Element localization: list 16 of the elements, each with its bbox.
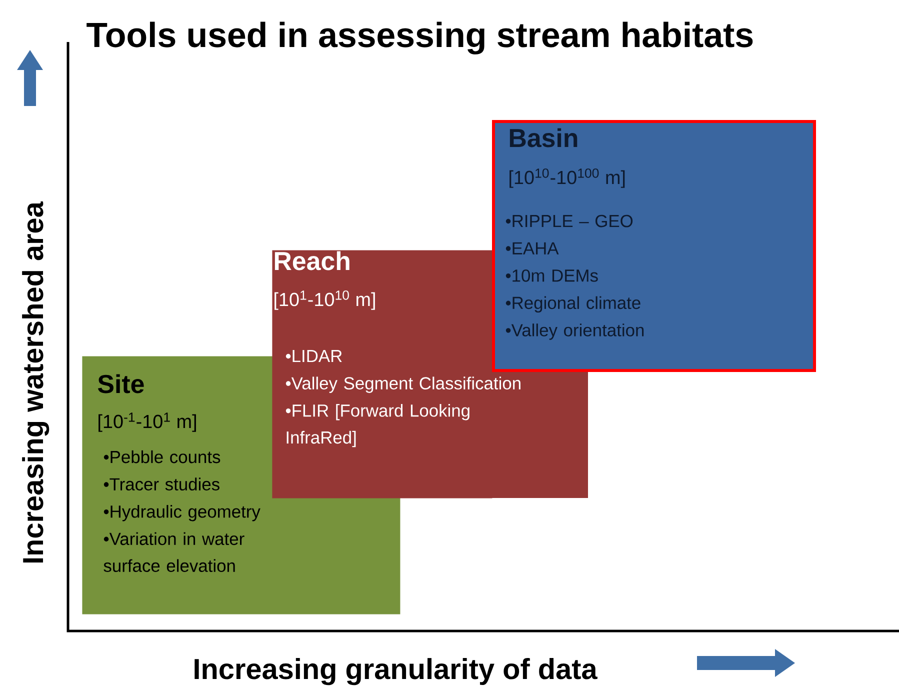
bullet-item: •Tracer studies bbox=[104, 478, 220, 490]
bullet-item: •Regional climate bbox=[506, 296, 640, 313]
box-heading: Site bbox=[98, 374, 144, 394]
title: Tools used in assessing stream habitats bbox=[86, 22, 753, 54]
bullet-item: •Hydraulic geometry bbox=[104, 504, 260, 522]
bullet-item: •EAHA bbox=[506, 242, 559, 254]
range-label: [10$^{10}$-10$^{100}$ m] bbox=[510, 168, 625, 188]
axis-label: Increasing watershed area bbox=[22, 201, 50, 563]
bullet-item: •RIPPLE – GEO bbox=[506, 214, 633, 228]
range-label: [10$^{-1}$-10$^{1}$ m] bbox=[98, 412, 196, 432]
box-heading: Basin bbox=[510, 128, 578, 148]
axis-label: Increasing granularity of data bbox=[194, 658, 598, 686]
bullet-item: •Valley orientation bbox=[506, 324, 644, 340]
bullet-item: •Pebble counts bbox=[104, 450, 220, 464]
bullet-item: •10m DEMs bbox=[506, 269, 598, 282]
bullet-item: •Variation in water surface elevation bbox=[104, 532, 244, 572]
